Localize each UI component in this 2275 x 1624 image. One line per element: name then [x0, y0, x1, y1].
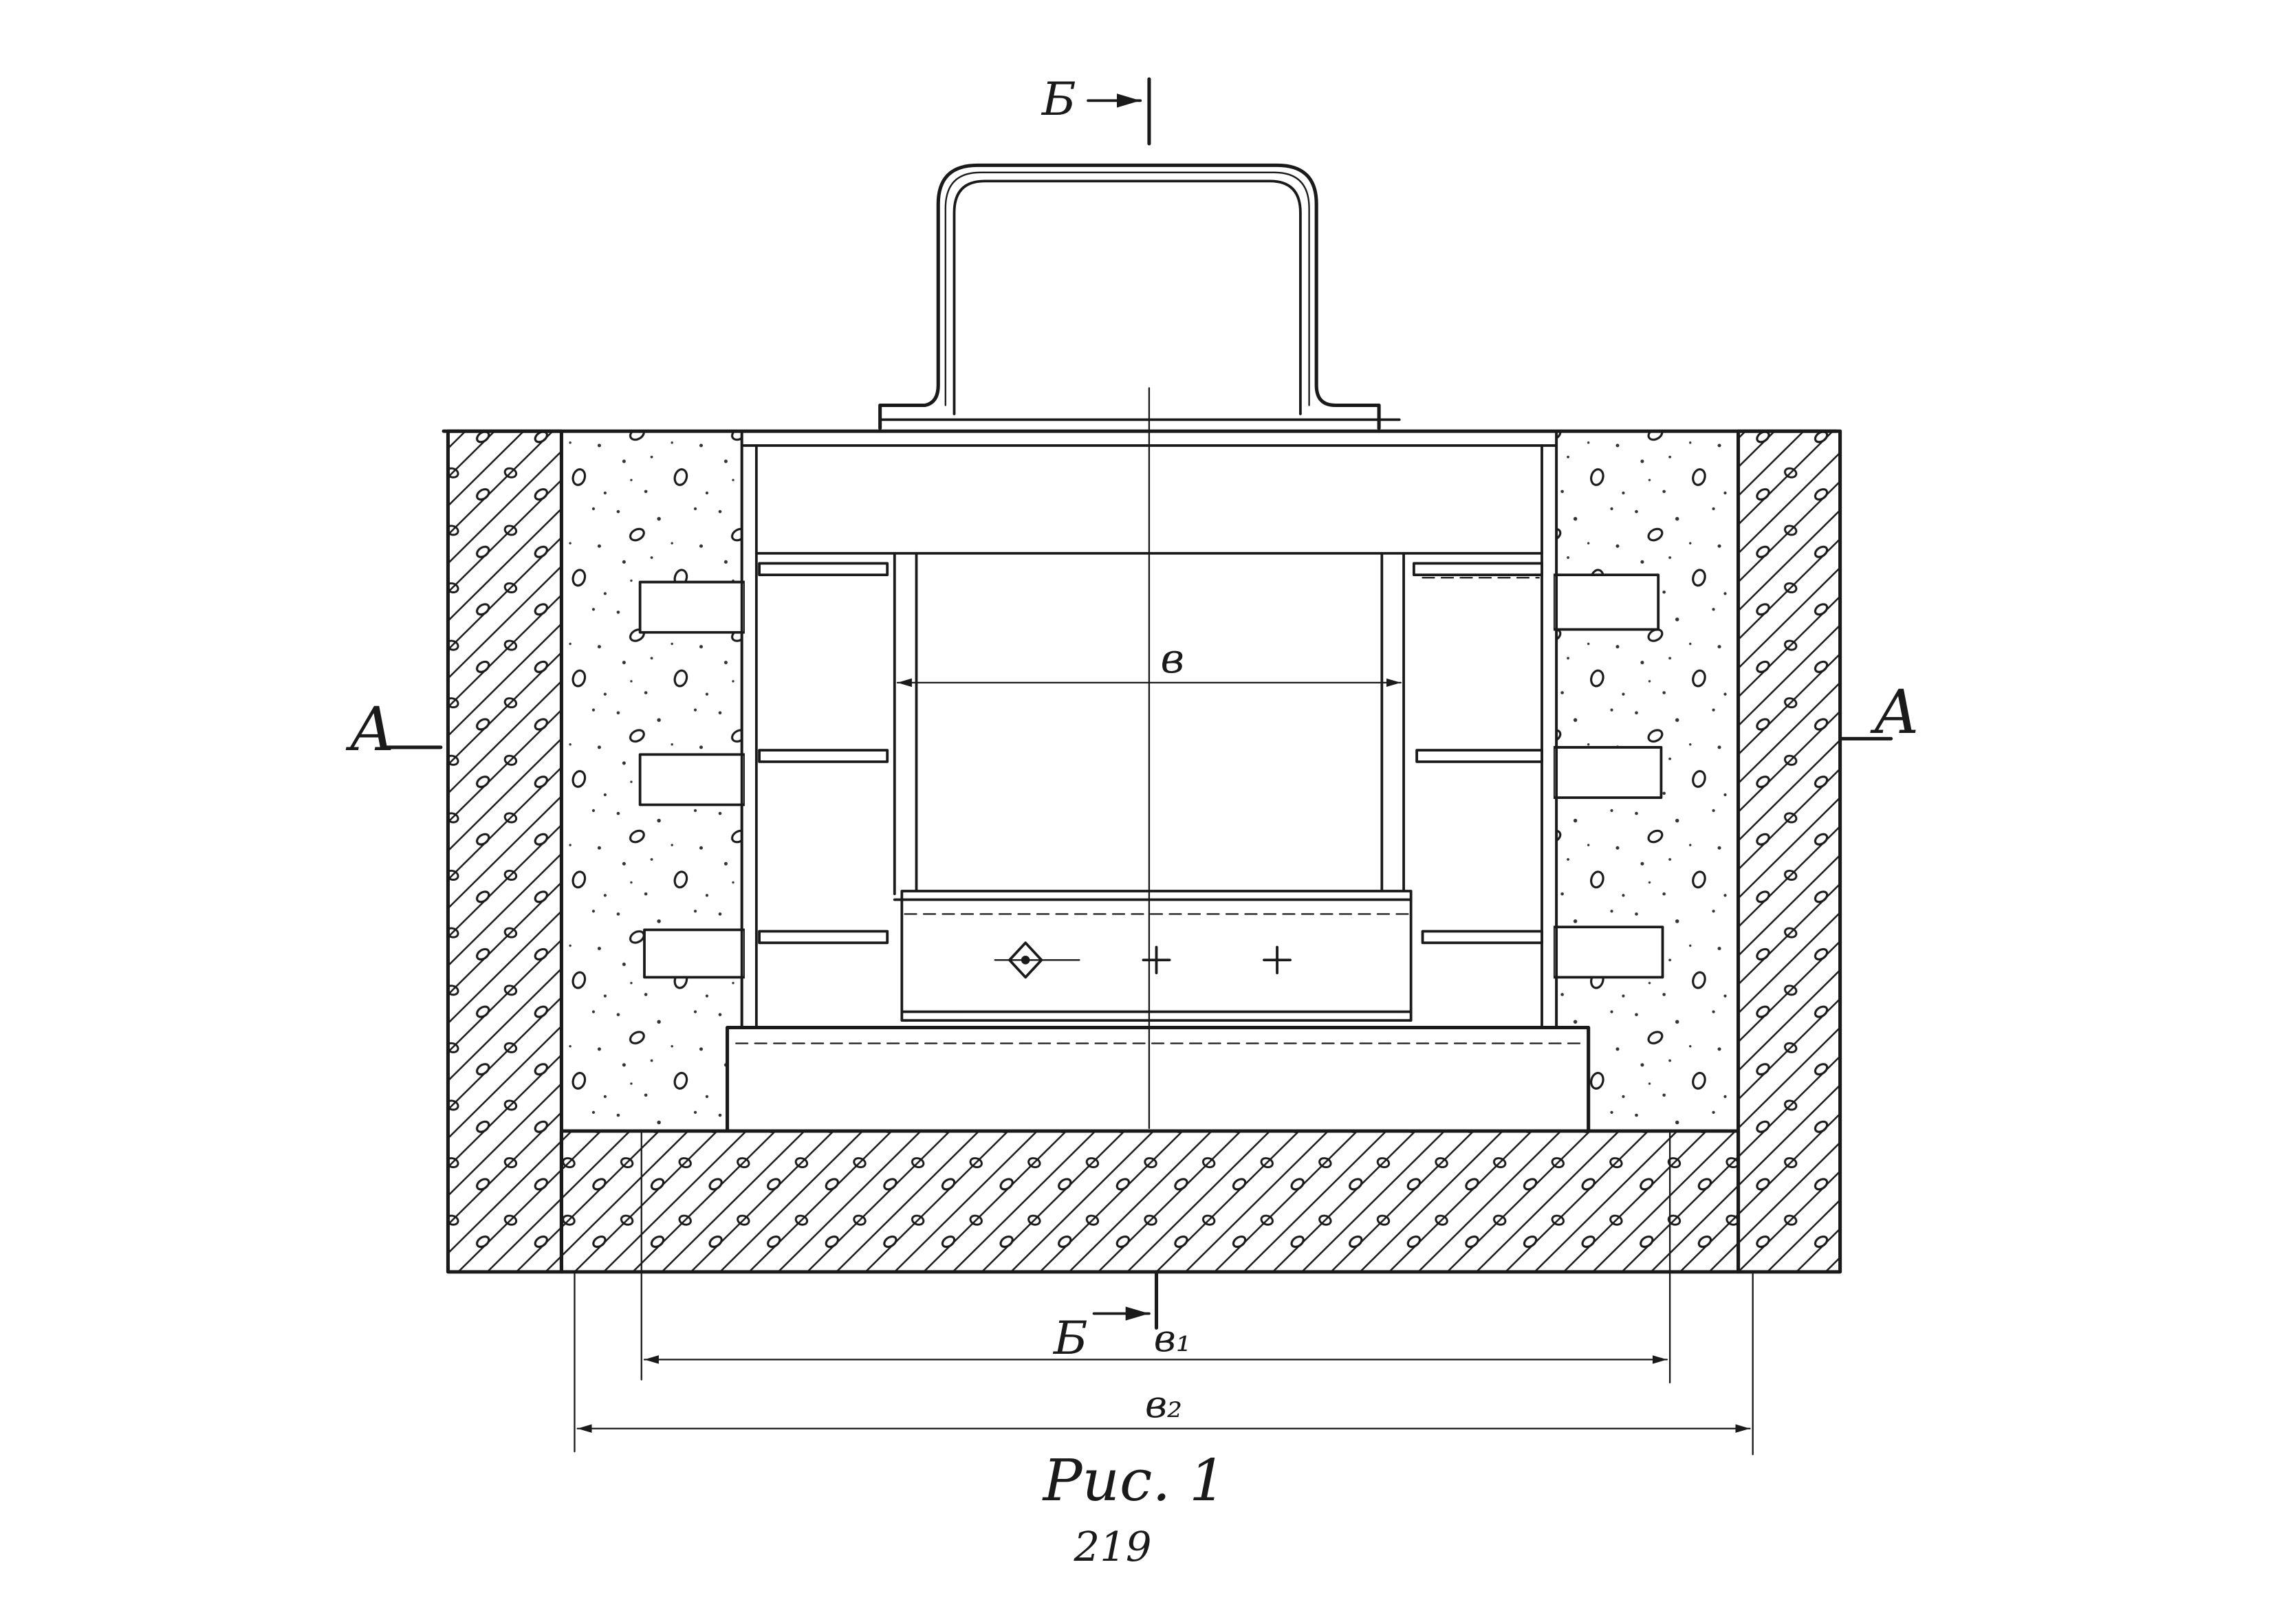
figure-caption: Рис. 1: [1042, 1447, 1226, 1514]
inner-frame: [740, 430, 1558, 1029]
dimension-inner-width: в: [896, 635, 1402, 688]
left-outer-wall: [446, 429, 563, 1274]
right-shelf-middle: [1415, 749, 1543, 763]
right-outer-wall: [1736, 429, 1842, 1274]
base-plate-body: [726, 1026, 1591, 1133]
right-shelf-bottom: [1421, 930, 1543, 945]
diamond-symbol: [1008, 941, 1043, 979]
right-fin-middle: [1552, 746, 1663, 799]
bracket-inner-rod: [953, 179, 1302, 415]
inner-box: [893, 551, 1405, 896]
section-mark-top: Б: [1041, 73, 1151, 146]
right-shelf-top: [1412, 562, 1543, 576]
plus-fixture-center: [1142, 945, 1171, 974]
bracket-middle-rod: [944, 171, 1310, 406]
bottom-slab: [559, 1129, 1741, 1274]
left-fin-top: [638, 580, 746, 634]
right-shelves: [1412, 562, 1543, 945]
lower-block: [893, 890, 1413, 1022]
left-fin-bottom: [643, 928, 746, 979]
section-mark-bottom: Б: [1052, 1270, 1159, 1365]
left-shelf-middle: [758, 749, 889, 763]
dimension-width-1-label: в₁: [1154, 1316, 1191, 1360]
left-shelves: [758, 562, 889, 945]
bracket-outer-rod: [878, 163, 1381, 430]
plus-fixture-right: [1263, 945, 1292, 974]
diamond-fixture: [994, 941, 1080, 979]
right-fin-bottom: [1552, 925, 1664, 979]
section-label-left: А: [345, 694, 395, 765]
base-plate: [726, 1026, 1591, 1133]
right-fins: [1552, 573, 1664, 979]
section-mark-right: А: [1840, 677, 1920, 747]
page-number: 219: [1074, 1523, 1152, 1570]
left-fin-middle: [638, 753, 746, 806]
dimension-inner-width-label: в: [1161, 635, 1184, 683]
right-fin-top: [1552, 573, 1660, 631]
diamond-center: [1021, 956, 1030, 965]
lifting-bracket: [878, 163, 1401, 430]
dimension-width-2-label: в₂: [1145, 1382, 1182, 1426]
section-label-right: А: [1869, 677, 1919, 747]
left-shelf-top: [758, 562, 889, 576]
left-fins: [638, 580, 746, 979]
left-shelf-bottom: [758, 930, 889, 945]
section-mark-left: А: [345, 694, 443, 765]
section-label-bottom: Б: [1052, 1311, 1088, 1365]
section-label-top: Б: [1041, 73, 1076, 127]
dimension-width-1: в₁: [640, 1130, 1671, 1383]
dimension-width-2: в₂: [574, 1271, 1754, 1456]
